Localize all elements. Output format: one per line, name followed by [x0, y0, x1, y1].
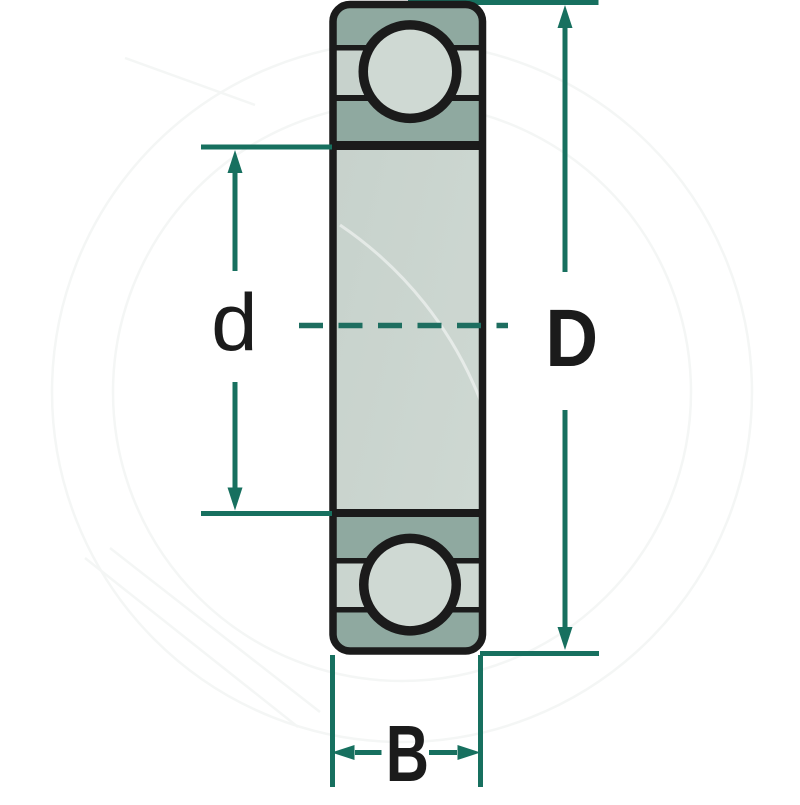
svg-text:d: d	[211, 277, 257, 368]
svg-text:D: D	[545, 293, 598, 384]
svg-text:B: B	[386, 709, 429, 798]
